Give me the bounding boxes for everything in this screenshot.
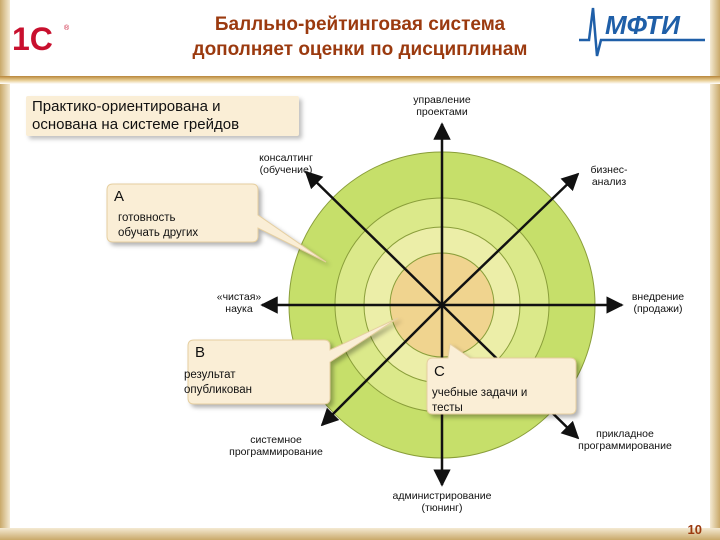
axis-bottom-left bbox=[320, 304, 443, 427]
frame-left bbox=[0, 0, 10, 540]
callout-a-line-1: готовность bbox=[118, 212, 175, 224]
axis-top-right bbox=[441, 172, 580, 306]
callout-b-letter: В bbox=[195, 344, 205, 361]
axis-label-top-right: бизнес-анализ bbox=[590, 164, 628, 188]
slide-number: 10 bbox=[687, 522, 702, 537]
axis-label-bottom: администрирование(тюнинг) bbox=[392, 490, 492, 514]
axis-label-right: внедрение(продажи) bbox=[631, 291, 685, 315]
info-box: Практико-ориентирована и основана на сис… bbox=[26, 96, 299, 136]
page-title: Балльно-рейтинговая система дополняет оц… bbox=[140, 12, 580, 62]
callout-c-line-1: учебные задачи и bbox=[432, 387, 527, 399]
callout-b: В результат опубликован bbox=[184, 317, 399, 405]
callout-c-letter: С bbox=[434, 363, 445, 380]
1c-logo-text: 1С bbox=[12, 21, 53, 56]
title-rule bbox=[0, 76, 720, 84]
callout-b-line-1: результат bbox=[184, 369, 236, 381]
info-box-line-1: Практико-ориентирована и bbox=[32, 98, 221, 115]
axis-label-top-left: консалтинг(обучение) bbox=[259, 152, 313, 176]
callout-b-line-2: опубликован bbox=[184, 384, 252, 396]
frame-right bbox=[710, 0, 720, 540]
1c-logo: 1С ® bbox=[12, 21, 70, 56]
title-line-2: дополняет оценки по дисциплинам bbox=[192, 39, 528, 60]
axis-label-left: «чистая»наука bbox=[216, 291, 262, 315]
callout-a: А готовность обучать других bbox=[106, 183, 327, 263]
axis-top-left bbox=[304, 170, 443, 306]
callout-c-line-2: тесты bbox=[432, 402, 463, 414]
svg-text:®: ® bbox=[64, 24, 70, 32]
frame-bottom bbox=[0, 528, 720, 540]
callout-a-line-2: обучать других bbox=[118, 227, 198, 239]
callout-a-letter: А bbox=[114, 188, 124, 205]
mipt-logo: МФТИ bbox=[575, 0, 710, 64]
info-box-line-2: основана на системе грейдов bbox=[32, 116, 240, 133]
title-line-1: Балльно-рейтинговая система bbox=[214, 14, 506, 35]
mipt-logo-text: МФТИ bbox=[605, 10, 681, 40]
callout-c: С учебные задачи и тесты bbox=[426, 343, 577, 415]
